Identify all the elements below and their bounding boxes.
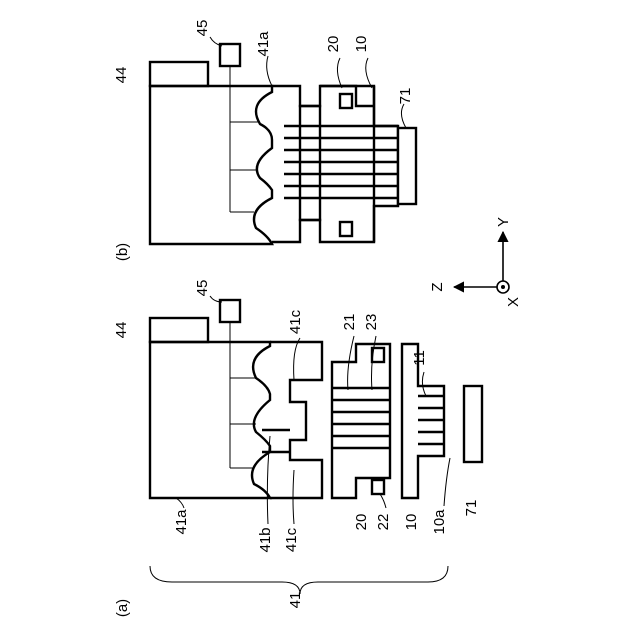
label-71: 71 xyxy=(397,88,414,105)
body-41a xyxy=(150,342,270,498)
label-20: 20 xyxy=(353,514,370,531)
component-71 xyxy=(398,128,416,204)
leader-41a xyxy=(176,498,184,508)
component-45 xyxy=(220,300,240,322)
label-41b: 41b xyxy=(257,527,274,552)
panel-a-caption: (a) xyxy=(114,599,131,617)
label-41a: 41a xyxy=(173,509,190,535)
pins-20 xyxy=(332,388,390,448)
pins xyxy=(284,126,398,198)
brace-41 xyxy=(150,566,448,594)
pins-10 xyxy=(418,396,444,444)
wiring xyxy=(230,322,256,468)
y-axis-label: Y xyxy=(495,217,512,227)
leader-41c-top xyxy=(294,338,300,380)
notch-top xyxy=(340,94,352,108)
label-44: 44 xyxy=(113,322,130,339)
block-41-right xyxy=(272,86,374,242)
leader-71 xyxy=(401,104,406,128)
label-71: 71 xyxy=(463,500,480,517)
label-11: 11 xyxy=(411,350,428,366)
label-44: 44 xyxy=(113,67,130,84)
component-20 xyxy=(320,86,374,106)
label-41c-bottom: 41c xyxy=(283,527,300,552)
leader-41a xyxy=(267,56,272,86)
body-41a xyxy=(150,86,272,244)
x-axis-dot xyxy=(501,285,505,289)
z-axis-label: Z xyxy=(429,282,446,291)
panel-b: (b) 44 45 41a 20 10 xyxy=(113,20,416,262)
leader-22 xyxy=(380,494,386,508)
label-23: 23 xyxy=(363,314,380,331)
x-axis-label: X xyxy=(505,297,522,307)
panel-a: (a) 41 44 45 41a 41c 41b 41c xyxy=(113,280,482,618)
label-45: 45 xyxy=(194,280,211,297)
wiring xyxy=(230,66,258,212)
leader-11 xyxy=(422,372,426,396)
component-45 xyxy=(220,44,240,66)
panel-b-caption: (b) xyxy=(114,243,131,261)
assembly-label-41: 41 xyxy=(287,592,304,609)
label-41c-top: 41c xyxy=(287,309,304,334)
leader-10a xyxy=(444,458,450,506)
label-10a: 10a xyxy=(431,509,448,535)
notch-bottom xyxy=(340,222,352,236)
notch-bottom xyxy=(372,480,384,494)
label-41a: 41a xyxy=(255,31,272,57)
label-10: 10 xyxy=(353,36,370,53)
component-10 xyxy=(374,86,398,242)
leader-20 xyxy=(337,58,342,88)
leader-10 xyxy=(366,58,372,88)
label-21: 21 xyxy=(341,314,358,331)
component-71 xyxy=(464,386,482,462)
label-20: 20 xyxy=(325,36,342,53)
block-41b xyxy=(270,342,322,498)
component-44 xyxy=(150,318,208,342)
label-10: 10 xyxy=(403,514,420,531)
axis-indicator: Z Y X xyxy=(429,217,522,307)
component-20 xyxy=(332,344,390,498)
label-22: 22 xyxy=(375,514,392,531)
component-44 xyxy=(150,62,208,86)
label-45: 45 xyxy=(194,20,211,37)
